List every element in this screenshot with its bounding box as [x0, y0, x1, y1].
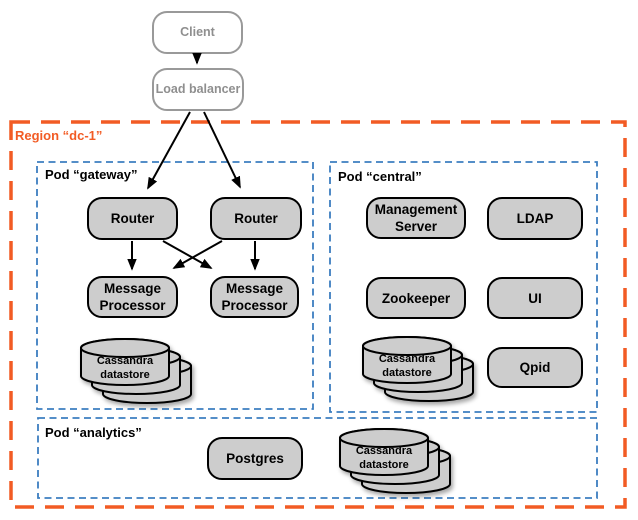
cassandra-gateway-label-line2: datastore — [100, 369, 150, 381]
management-server-label-line1: Management — [374, 202, 458, 217]
zookeeper-label: Zookeeper — [381, 290, 451, 306]
message-processor-1-label-line1: Message — [103, 281, 162, 296]
message-processor-2-node: Message Processor — [210, 276, 299, 318]
cassandra-datastore-central: Cassandra datastore — [362, 336, 474, 402]
client-node: Client — [152, 11, 243, 54]
zookeeper-node: Zookeeper — [366, 277, 466, 319]
router-2-label: Router — [234, 211, 278, 226]
pod-central-label: Pod “central” — [338, 169, 422, 184]
load-balancer-label: Load balancer — [155, 82, 241, 96]
region-label: Region “dc-1” — [15, 128, 103, 143]
database-cylinder-icon: Cassandra datastore — [339, 428, 429, 476]
pod-analytics-label: Pod “analytics” — [45, 425, 142, 440]
router-1-label: Router — [110, 211, 155, 226]
router-1-node: Router — [87, 197, 178, 240]
ldap-label: LDAP — [516, 211, 554, 226]
message-processor-1-label-line2: Processor — [99, 298, 166, 313]
arrow-load-balancer-to-router-2 — [203, 111, 241, 189]
cassandra-central-label-line1: Cassandra — [379, 353, 436, 365]
cassandra-datastore-analytics: Cassandra datastore — [339, 428, 451, 494]
arrow-router-2-to-message-processor-1 — [172, 240, 223, 269]
message-processor-2-label-line2: Processor — [221, 298, 288, 313]
cassandra-gateway-label-line1: Cassandra — [97, 355, 154, 367]
qpid-label: Qpid — [519, 360, 551, 375]
postgres-node: Postgres — [207, 437, 303, 480]
database-cylinder-icon: Cassandra datastore — [362, 336, 452, 384]
cassandra-central-label-line2: datastore — [382, 367, 432, 379]
management-server-node: Management Server — [366, 197, 466, 239]
arrow-load-balancer-to-router-1 — [147, 111, 191, 190]
cassandra-analytics-label-line2: datastore — [359, 459, 409, 471]
ldap-node: LDAP — [487, 197, 583, 240]
ui-node: UI — [487, 277, 583, 319]
router-2-node: Router — [210, 197, 302, 240]
load-balancer-node: Load balancer — [152, 68, 244, 111]
client-label: Client — [180, 25, 215, 39]
message-processor-1-node: Message Processor — [87, 276, 178, 318]
cassandra-datastore-gateway: Cassandra datastore — [80, 338, 192, 404]
pod-gateway-label: Pod “gateway” — [45, 167, 138, 182]
qpid-node: Qpid — [487, 347, 583, 388]
cassandra-analytics-label-line1: Cassandra — [356, 445, 413, 457]
postgres-label: Postgres — [226, 451, 284, 466]
ui-label: UI — [528, 290, 542, 306]
message-processor-2-label-line1: Message — [225, 281, 284, 296]
arrow-router-1-to-message-processor-2 — [162, 240, 213, 269]
database-cylinder-icon: Cassandra datastore — [80, 338, 170, 386]
management-server-label-line2: Server — [394, 219, 438, 234]
